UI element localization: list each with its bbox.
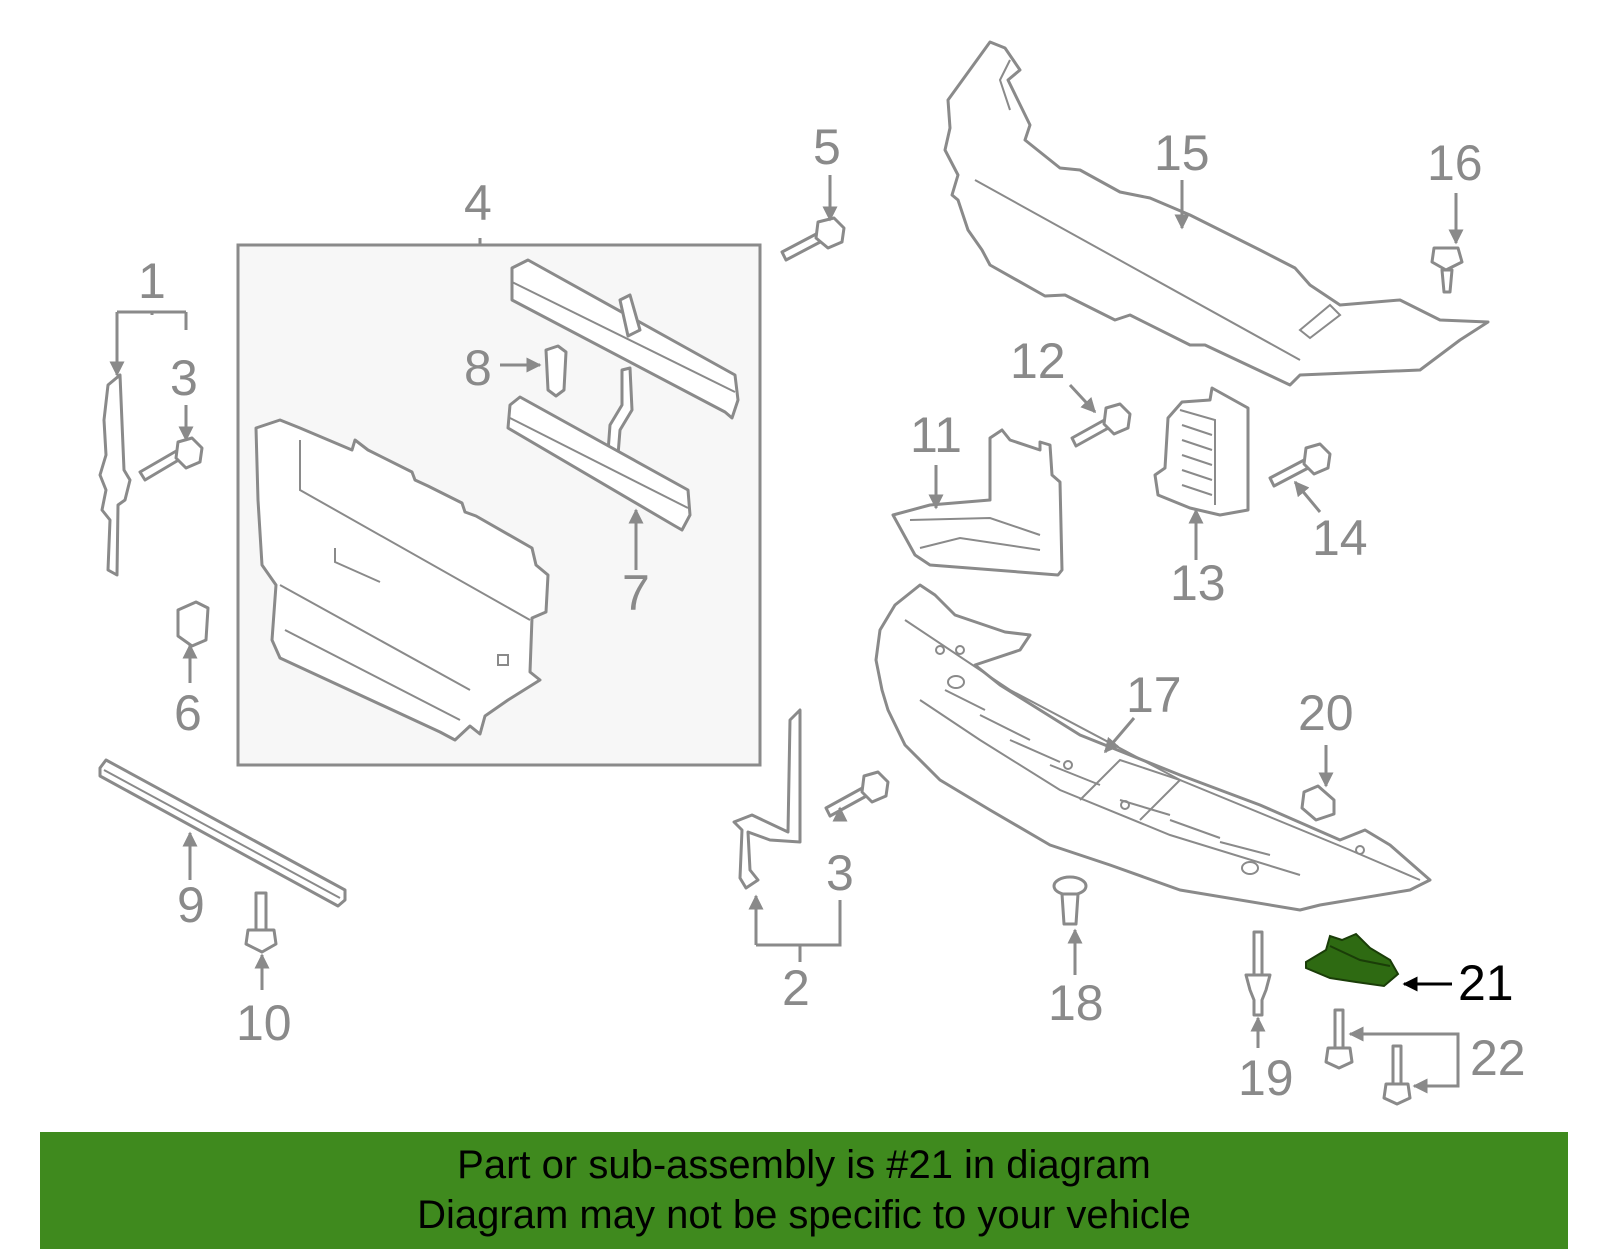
- callout-1: 1: [138, 253, 166, 309]
- callout-8: 8: [464, 340, 492, 396]
- part-7-shutter-rail[interactable]: [506, 258, 740, 532]
- part-4-shutter-assembly[interactable]: [254, 418, 550, 742]
- part-3-bolt-right[interactable]: [824, 770, 890, 818]
- leader-lines: [117, 175, 1464, 1086]
- callout-3b: 3: [826, 845, 854, 901]
- part-17-lower-shield[interactable]: [874, 583, 1432, 912]
- info-banner: Part or sub-assembly is #21 in diagram D…: [40, 1132, 1568, 1249]
- callout-20: 20: [1298, 685, 1354, 741]
- callout-6: 6: [174, 685, 202, 741]
- part-21-highlighted[interactable]: [1305, 932, 1400, 988]
- part-13-air-duct[interactable]: [1153, 386, 1250, 517]
- callout-13: 13: [1170, 555, 1226, 611]
- banner-line-2: Diagram may not be specific to your vehi…: [417, 1193, 1191, 1237]
- part-14-bolt[interactable]: [1268, 442, 1332, 488]
- part-6-clip[interactable]: [176, 600, 210, 648]
- part-15-deflector[interactable]: [943, 40, 1490, 387]
- callout-22: 22: [1470, 1030, 1526, 1086]
- callout-4: 4: [464, 175, 492, 231]
- part-19-rivet[interactable]: [1244, 930, 1272, 1017]
- callout-2: 2: [782, 960, 810, 1016]
- callout-18: 18: [1048, 975, 1104, 1031]
- callout-19: 19: [1238, 1050, 1294, 1106]
- callout-21: 21: [1458, 955, 1514, 1011]
- callout-9: 9: [177, 877, 205, 933]
- callout-11: 11: [910, 407, 962, 463]
- part-11-air-guide[interactable]: [891, 428, 1064, 577]
- part-10-bolt[interactable]: [244, 891, 278, 954]
- part-20-clip[interactable]: [1300, 784, 1336, 822]
- part-16-bolt[interactable]: [1430, 246, 1464, 294]
- callout-15: 15: [1154, 125, 1210, 181]
- callout-10: 10: [236, 995, 292, 1051]
- part-12-bolt[interactable]: [1070, 402, 1132, 448]
- callout-12: 12: [1010, 333, 1066, 389]
- part-5-bolt[interactable]: [780, 216, 846, 262]
- part-1-bracket[interactable]: [98, 373, 132, 577]
- callout-7: 7: [622, 565, 650, 621]
- callout-3a: 3: [170, 350, 198, 406]
- part-3-bolt-left[interactable]: [138, 436, 204, 482]
- banner-line-1: Part or sub-assembly is #21 in diagram: [457, 1143, 1151, 1187]
- callout-14: 14: [1312, 510, 1368, 566]
- callout-17: 17: [1126, 667, 1182, 723]
- part-9-seal-strip[interactable]: [98, 758, 347, 908]
- part-18-push-pin[interactable]: [1052, 875, 1088, 926]
- part-8-clip[interactable]: [544, 344, 568, 398]
- part-2-bracket[interactable]: [732, 708, 802, 890]
- callout-labels: 1 2 3 3 4 5 6 7 8 9 10 11 12 13 14 15 16…: [138, 119, 1526, 1106]
- callout-5: 5: [813, 119, 841, 175]
- part-22-bolts[interactable]: [1324, 1008, 1412, 1106]
- callout-16: 16: [1427, 135, 1483, 191]
